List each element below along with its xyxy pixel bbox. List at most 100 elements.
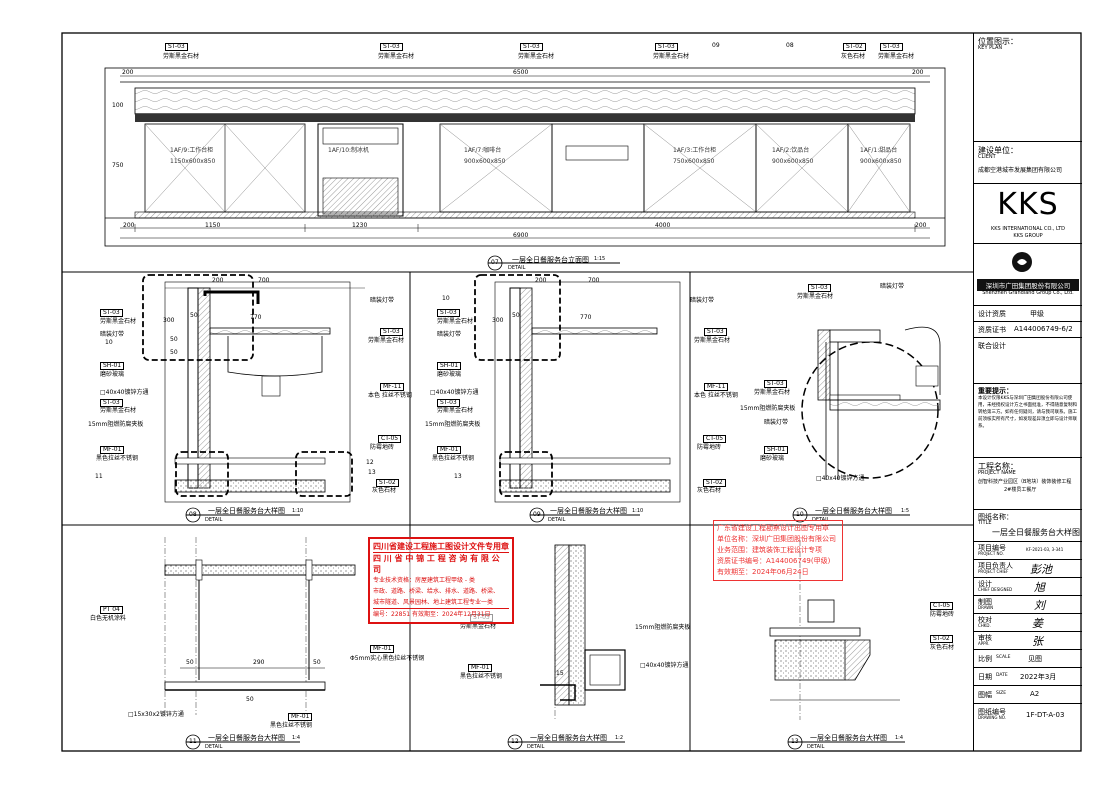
annotation-label: MF-01 — [370, 645, 395, 653]
certificate-row: 资质证书 A144006749-6/2 — [974, 321, 1082, 338]
drawing-name-label-en: TITLE — [978, 520, 992, 526]
scale-row: 比例 SCALE 见图 — [974, 649, 1082, 668]
annotation-label: 100 — [112, 102, 124, 109]
annotation-label: 暗装灯带 — [100, 331, 125, 338]
annotation-label: 900x600x850 — [772, 158, 814, 165]
stamp1-line: 编号：22851 有效期至：2024年12月31日 — [373, 608, 509, 620]
section-title-08 — [185, 507, 300, 523]
qualification-row: 设计资质 甲级 — [974, 305, 1082, 322]
notes-text: 本设计仅限KKS与深圳广田集团股份有限公司使用，未经授权设计方之书面批准，不得随… — [978, 396, 1077, 429]
view-scale-10: 1:5 — [901, 508, 910, 514]
section-title-11 — [185, 734, 300, 750]
annotation-label: 磨砂玻璃 — [437, 371, 462, 378]
view-number-13: 13 — [791, 738, 799, 745]
view-title-08: 一层全日餐服务台大样图 — [208, 507, 285, 515]
view-number-11: 11 — [189, 738, 197, 745]
annotation-label: 劳斯黑金石材 — [100, 407, 137, 414]
view-sub-12: DETAIL — [527, 744, 545, 750]
drawing-no-label-en: DRAWING NO. — [978, 715, 1006, 720]
certificate-label: 资质证书 — [978, 326, 1006, 334]
annotation-label: SH-01 — [437, 362, 462, 370]
annotation-label: ST-02 — [376, 479, 399, 487]
annotation-label: ST-03 — [880, 43, 903, 51]
view-number-08: 08 — [189, 511, 197, 518]
annotation-label: 劳斯黑金石材 — [437, 318, 474, 325]
annotation-label: 1150x600x850 — [170, 158, 216, 165]
annotation-label: □40x40镀锌方通 — [640, 662, 689, 669]
view-sub-08: DETAIL — [205, 517, 223, 523]
annotation-label: 700 — [258, 277, 270, 284]
annotation-label: 900x600x850 — [464, 158, 506, 165]
project-name: 创智科技产业园区（B地块）装饰装修工程 — [978, 479, 1072, 485]
detail-12 — [540, 544, 626, 720]
annotation-label: 6500 — [513, 69, 529, 76]
drawn-row: 制图 DRAWN 刘 — [974, 595, 1082, 614]
company-name: 深圳市广田集团股份有限公司 — [977, 279, 1079, 291]
view-scale-12: 1:2 — [615, 735, 624, 741]
annotation-label: 防霉地砖 — [370, 444, 395, 451]
annotation-label: 50 — [170, 336, 178, 343]
annotation-label: 15mm阻燃防腐夹板 — [88, 421, 144, 428]
annotation-label: 15 — [556, 670, 564, 677]
annotation-label: 劳斯黑金石材 — [878, 53, 915, 60]
annotation-label: □15x30x2镀锌方通 — [128, 711, 184, 718]
view-sub-09: DETAIL — [548, 517, 566, 523]
annotation-label: 700 — [588, 277, 600, 284]
annotation-label: 13 — [454, 473, 462, 480]
date-label-en: DATE — [996, 673, 1008, 678]
annotation-label: ST-03 — [520, 43, 543, 51]
annotation-label: 劳斯黑金石材 — [378, 53, 415, 60]
annotation-label: ST-03 — [165, 43, 188, 51]
stamp2-line: 资质证书编号：A144006749(甲级) — [717, 557, 831, 565]
project-chief-row: 项目负责人 PROJECT CHIEF 彭池 — [974, 559, 1082, 578]
kks-logo-sub2: KKS GROUP — [1013, 233, 1043, 239]
annotation-label: 劳斯黑金石材 — [754, 389, 791, 396]
annotation-label: ST-02 — [703, 479, 726, 487]
project-chief-label-en: PROJECT CHIEF — [978, 569, 1009, 574]
section-title-09 — [529, 507, 640, 523]
scale-value: 见图 — [1028, 655, 1042, 663]
detail-10 — [801, 326, 941, 480]
stamp1-line: 专业技术资格：房屋建筑工程甲级 - 类 — [373, 577, 475, 584]
section-08 — [142, 274, 365, 503]
annotation-label: 15mm阻燃防腐夹板 — [635, 624, 691, 631]
annotation-label: 本色 拉丝不锈钢 — [368, 392, 412, 399]
annotation-label: 6900 — [513, 232, 529, 239]
annotation-label: 本色 拉丝不锈钢 — [694, 392, 738, 399]
annotation-label: ST-03 — [100, 399, 123, 407]
annotation-label: 1150 — [205, 222, 221, 229]
view-title-07: 一层全日餐服务台立面图 — [512, 256, 589, 264]
annotation-label: 50 — [512, 312, 520, 319]
annotation-label: 09 — [712, 42, 720, 49]
certificate-value: A144006749-6/2 — [1014, 325, 1073, 333]
annotation-label: 劳斯黑金石材 — [460, 623, 497, 630]
annotation-label: 黑色拉丝不锈钢 — [460, 673, 503, 680]
annotation-label: 1230 — [352, 222, 368, 229]
annotation-label: 1AF/1:甜品台 — [860, 147, 898, 154]
key-plan-label: 位置图示： — [978, 37, 1018, 46]
annotation-label: 50 — [190, 312, 198, 319]
annotation-label: ST-03 — [380, 328, 403, 336]
client-name: 成都空港城市发展集团有限公司 — [978, 167, 1063, 174]
stamp2-line: 单位名称：深圳广田集团股份有限公司 — [717, 535, 836, 543]
stamp1-line: 四川省建设工程施工图设计文件专用章 — [373, 542, 509, 551]
drawing-title: 一层全日餐服务台大样图 — [992, 528, 1080, 537]
key-plan-area: 位置图示： KEY PLAN — [974, 33, 1082, 142]
project-area: 工程名称： PROJECT NAME 创智科技产业园区（B地块）装饰装修工程 2… — [974, 457, 1082, 510]
view-title-13: 一层全日餐服务台大样图 — [810, 734, 887, 742]
title-block: 位置图示： KEY PLAN 建设单位： CLIENT 成都空港城市发展集团有限… — [973, 33, 1082, 751]
annotation-label: MF-01 — [100, 446, 125, 454]
size-row: 图幅 SIZE A2 — [974, 685, 1082, 704]
annotation-label: 劳斯黑金石材 — [694, 337, 731, 344]
scale-label-en: SCALE — [996, 655, 1011, 660]
annotation-label: SH-01 — [764, 446, 789, 454]
annotation-label: 50 — [246, 696, 254, 703]
annotation-label: 黑色拉丝不锈钢 — [270, 722, 313, 729]
view-title-09: 一层全日餐服务台大样图 — [550, 507, 627, 515]
drawing-name-label: 图纸名称： — [978, 513, 1013, 521]
design-row: 设计 CHIEF DESIGNED 旭 — [974, 577, 1082, 596]
annotation-label: PT 04 — [100, 606, 123, 614]
view-sub-13: DETAIL — [807, 744, 825, 750]
stamp2-line: 业务范围：建筑装饰工程设计专项 — [717, 546, 822, 554]
view-title-10: 一层全日餐服务台大样图 — [815, 507, 892, 515]
